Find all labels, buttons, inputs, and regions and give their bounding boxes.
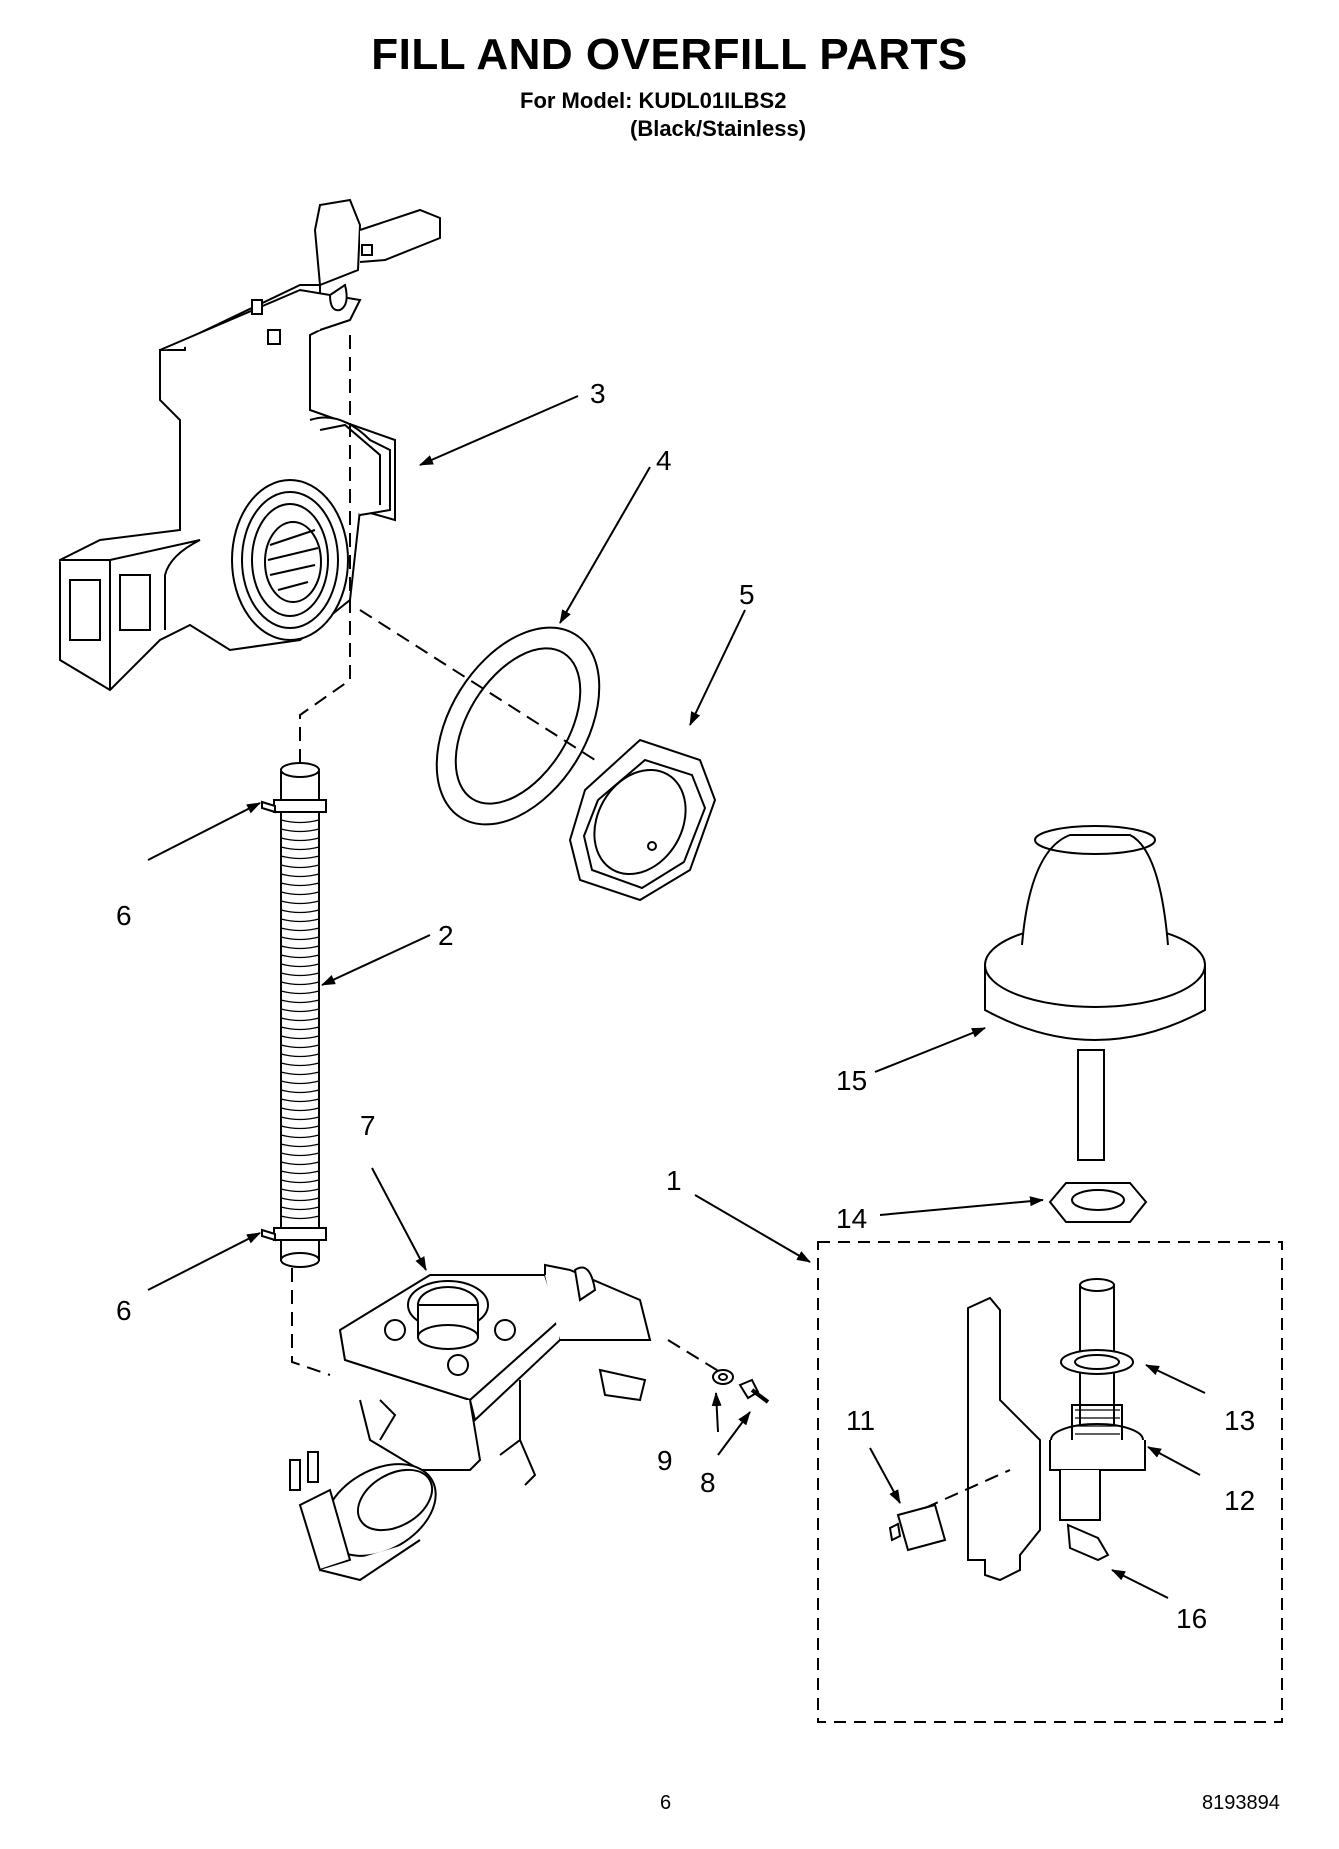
callout-13: 13 — [1224, 1405, 1255, 1436]
funnel-nut-part — [568, 738, 717, 902]
leader-arrows — [147, 395, 1206, 1599]
page-number: 6 — [660, 1792, 672, 1814]
callout-6-upper: 6 — [116, 900, 132, 931]
callout-4: 4 — [656, 445, 672, 476]
inlet-valve-part — [289, 1263, 652, 1582]
float-part — [984, 825, 1206, 1161]
float-nut-part — [1048, 1182, 1148, 1223]
microswitch-part — [888, 1503, 947, 1552]
callout-12: 12 — [1224, 1485, 1255, 1516]
callout-6-lower: 6 — [116, 1295, 132, 1326]
callout-5: 5 — [739, 579, 755, 610]
hose-ribs — [280, 819, 320, 1220]
screw-washer-parts — [712, 1369, 770, 1404]
callout-15: 15 — [836, 1065, 867, 1096]
callout-9: 9 — [657, 1445, 673, 1476]
callout-11: 11 — [846, 1405, 875, 1436]
callout-14: 14 — [836, 1203, 867, 1234]
float-switch-assembly-box — [817, 1241, 1283, 1723]
fill-hose-part — [273, 762, 327, 1268]
callout-7: 7 — [360, 1110, 376, 1141]
model-line: For Model: KUDL01ILBS2 — [520, 88, 787, 113]
page-title: FILL AND OVERFILL PARTS — [371, 30, 968, 79]
switch-bracket-part — [967, 1278, 1146, 1582]
gasket-ring-part — [435, 626, 601, 826]
finish-line: (Black/Stainless) — [630, 116, 807, 141]
alignment-lines — [291, 335, 1011, 1509]
callout-16: 16 — [1176, 1603, 1207, 1634]
hose-clamp-part — [261, 800, 276, 1242]
callout-3: 3 — [590, 378, 606, 409]
fill-funnel-part — [59, 198, 441, 692]
callout-2: 2 — [438, 920, 454, 951]
document-number: 8193894 — [1202, 1792, 1280, 1814]
callout-8: 8 — [700, 1467, 716, 1498]
callout-1: 1 — [666, 1165, 682, 1196]
